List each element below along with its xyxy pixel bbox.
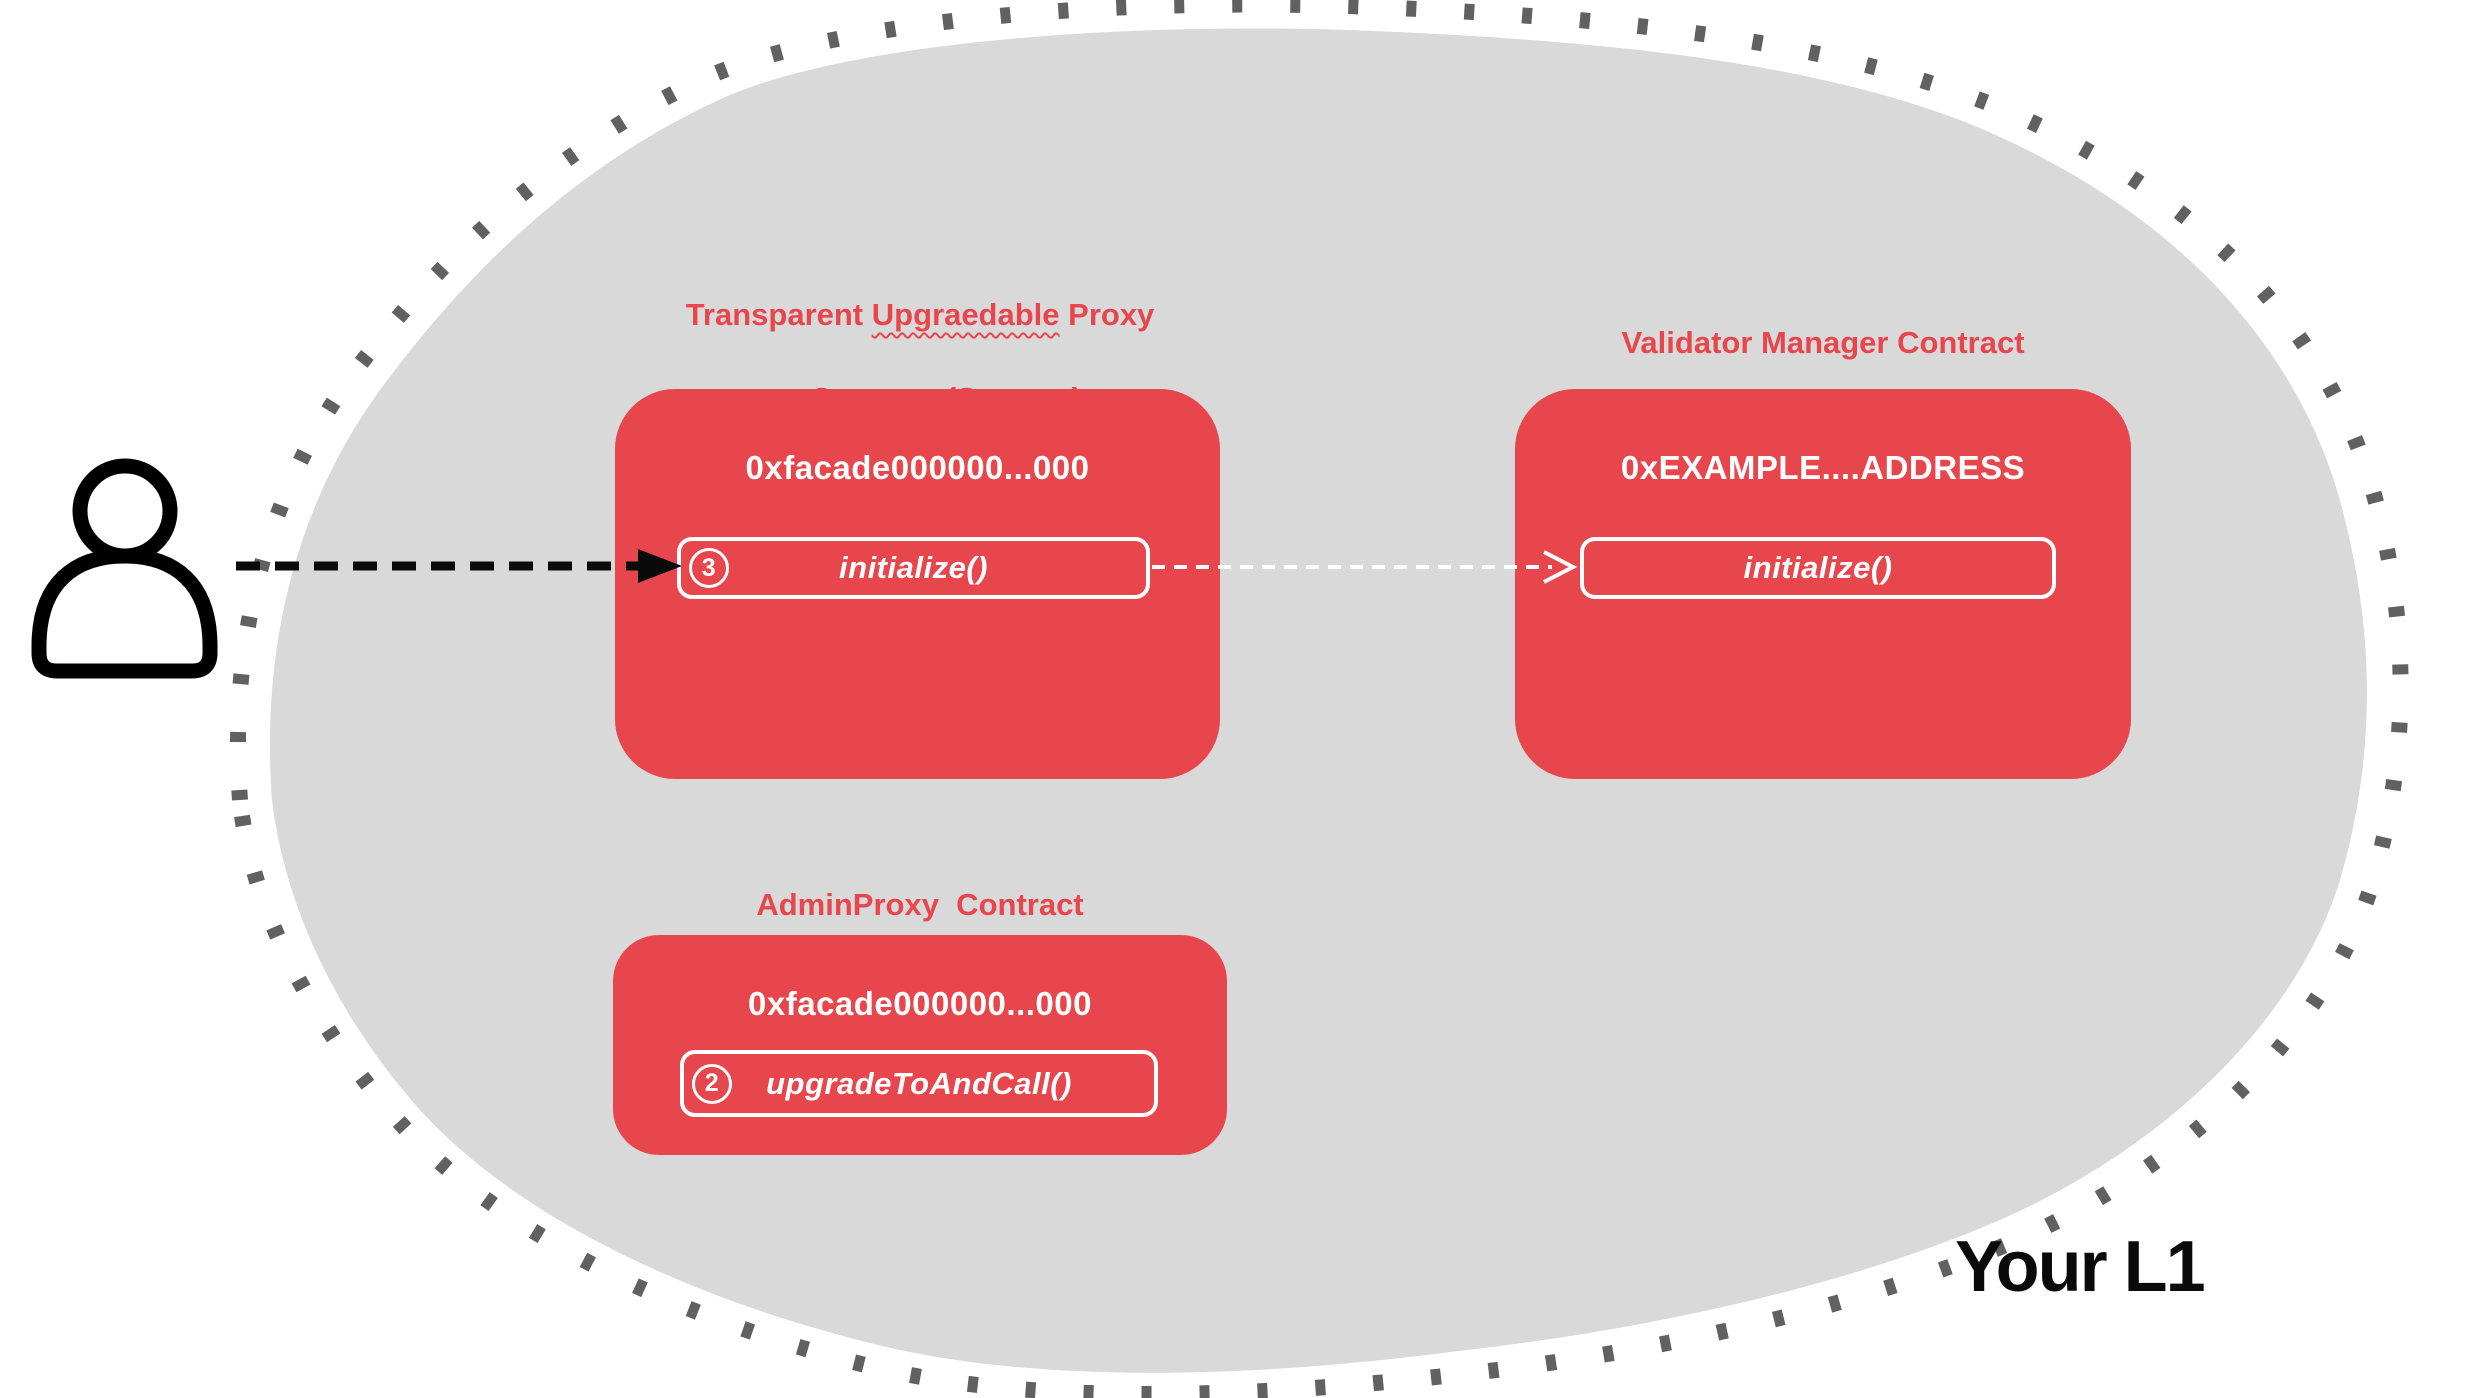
proxy-initialize-label: initialize() xyxy=(839,550,988,585)
proxy-title-post: Proxy xyxy=(1059,297,1155,332)
upgrade-to-and-call-button[interactable]: 2 upgradeToAndCall() xyxy=(680,1050,1158,1117)
proxy-delegate-arrow xyxy=(1152,550,1578,584)
validator-contract-title: Validator Manager Contract xyxy=(1621,325,2025,360)
region-label-your-l1: Your L1 xyxy=(1955,1227,2206,1307)
user-call-arrow xyxy=(236,549,682,583)
proxy-initialize-button[interactable]: 3 initialize() xyxy=(677,537,1150,599)
proxy-title-misspelled-word: Upgraedable xyxy=(871,297,1060,332)
validator-initialize-label: initialize() xyxy=(1743,550,1893,585)
proxy-contract-address: 0xfacade000000...000 xyxy=(745,449,1090,486)
admin-proxy-contract-address: 0xfacade000000...000 xyxy=(748,985,1092,1022)
step-2-badge: 2 xyxy=(692,1063,732,1104)
proxy-contract-card: 0xfacade000000...000 3 initialize() xyxy=(615,389,1220,779)
validator-contract-address: 0xEXAMPLE....ADDRESS xyxy=(1620,449,2026,486)
step-3-badge: 3 xyxy=(689,548,729,588)
admin-proxy-contract-title: AdminProxy Contract xyxy=(756,887,1084,922)
upgrade-to-and-call-label: upgradeToAndCall() xyxy=(766,1065,1072,1101)
validator-contract-card: 0xEXAMPLE....ADDRESS initialize() xyxy=(1515,389,2131,779)
proxy-title-pre: Transparent xyxy=(685,297,872,332)
admin-proxy-contract-card: 0xfacade000000...000 2 upgradeToAndCall(… xyxy=(613,935,1227,1155)
validator-initialize-button[interactable]: initialize() xyxy=(1580,537,2056,599)
user-icon xyxy=(31,458,218,679)
